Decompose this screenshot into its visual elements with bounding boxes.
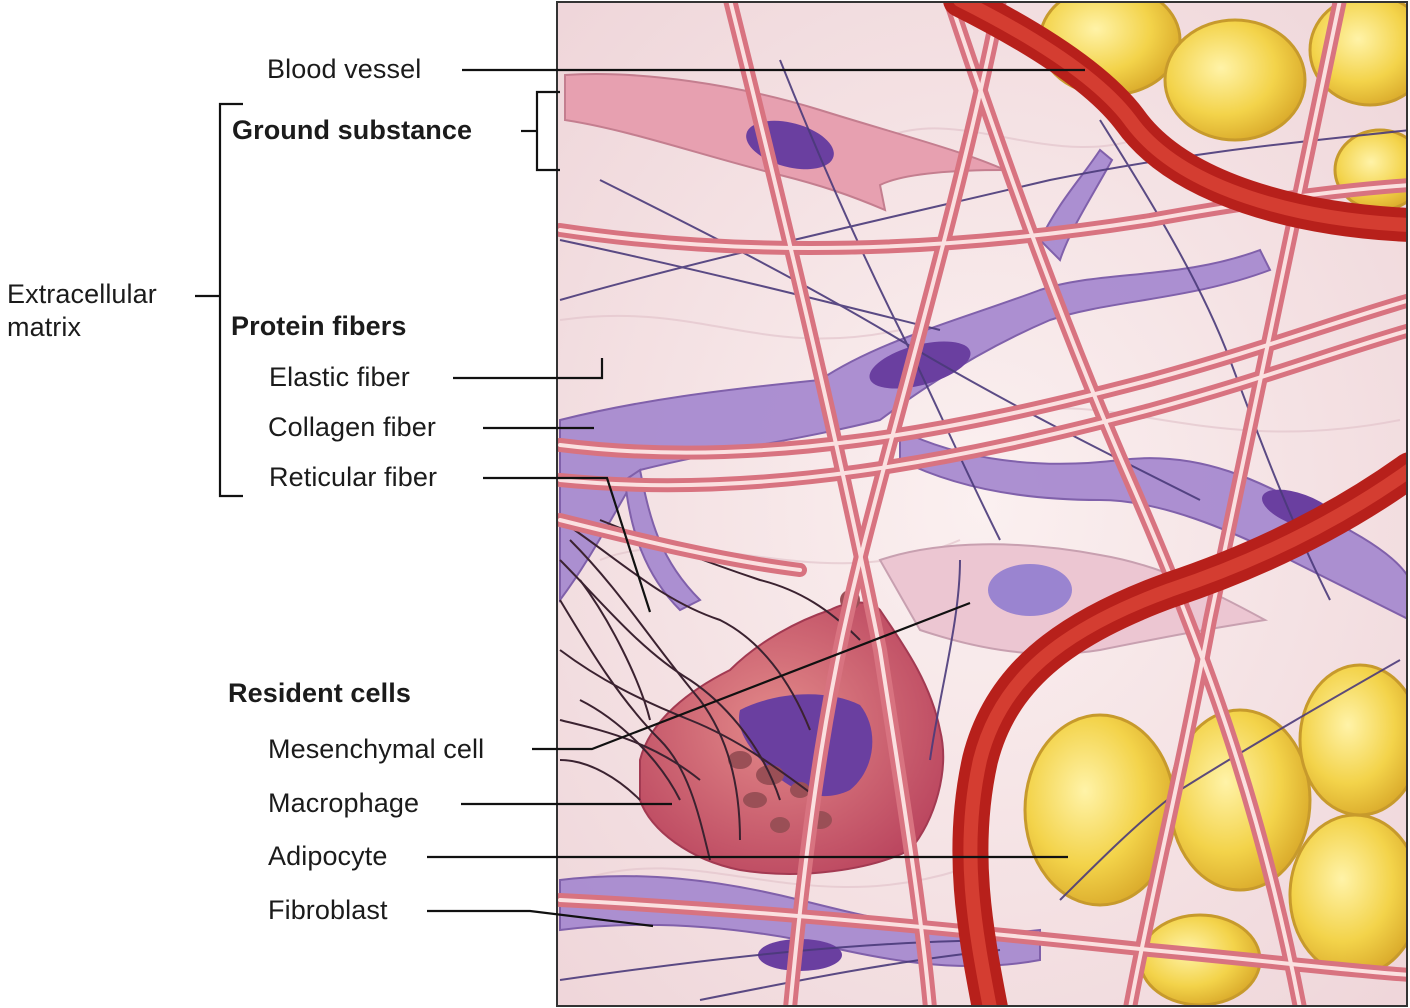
leader-lines (195, 68, 1085, 928)
reticular-fiber-leader (483, 476, 652, 613)
collagen-fiber-label: Collagen fiber (268, 412, 437, 442)
mesenchymal-cell-leader (532, 601, 971, 751)
tissue-illustration (557, 2, 1407, 1006)
reticular-fiber-label: Reticular fiber (269, 462, 438, 492)
extracellular-matrix-bracket (218, 102, 243, 498)
elastic-fiber-label: Elastic fiber (269, 362, 410, 392)
macrophage-label: Macrophage (268, 788, 420, 818)
blood-vessels (943, 2, 1407, 1006)
illustration-frame (556, 1, 1408, 1007)
elastic-fiber-leader (453, 358, 604, 380)
reticular-fibers (559, 519, 861, 861)
mesenchymal-cell-middle (878, 543, 1269, 655)
mesenchymal-cell-label: Mesenchymal cell (268, 734, 485, 764)
blood-vessel-label: Blood vessel (267, 54, 422, 84)
macrophage-cell (639, 590, 945, 875)
resident-cells-heading: Resident cells (228, 678, 411, 708)
ground-substance-label: Ground substance (232, 115, 473, 145)
ground-substance-bracket (535, 90, 560, 172)
protein-fibers-heading: Protein fibers (231, 311, 407, 341)
fibroblast-label: Fibroblast (268, 895, 388, 925)
extracellular-matrix-label: Extracellular matrix (7, 279, 157, 342)
fibroblast-leader (427, 909, 654, 928)
adipocyte-label: Adipocyte (268, 841, 388, 871)
